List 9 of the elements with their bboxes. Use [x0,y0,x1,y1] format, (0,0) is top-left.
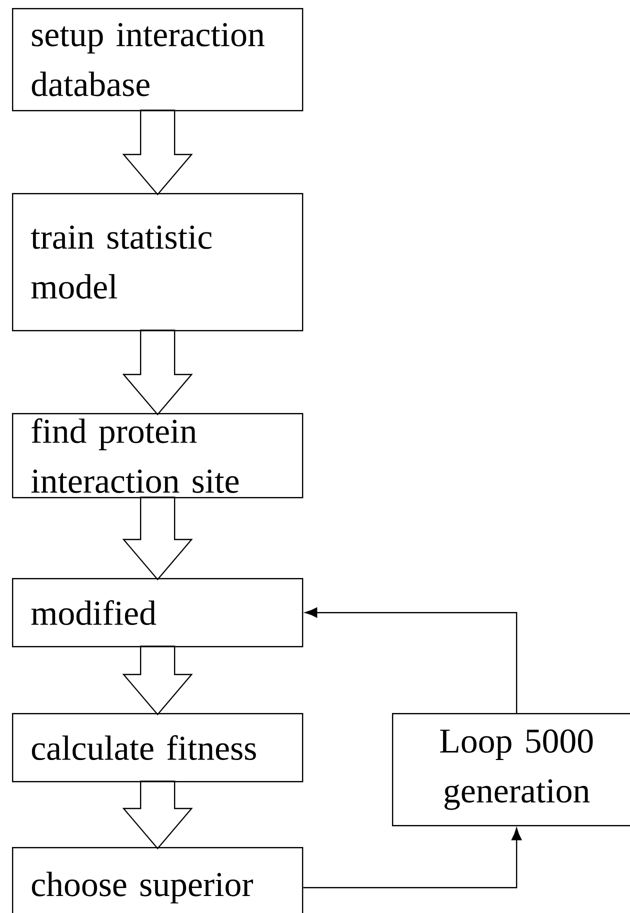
process-box: find protein interaction site [12,413,304,498]
loop-box: Loop 5000 generation [392,713,630,826]
process-box: choose superior [12,847,304,913]
process-box: calculate fitness [12,713,304,782]
process-box: train statistic model [12,193,304,332]
process-box: modified [12,578,304,648]
arrow [303,828,522,888]
process-box: setup interaction database [12,8,304,112]
arrow [304,608,518,713]
